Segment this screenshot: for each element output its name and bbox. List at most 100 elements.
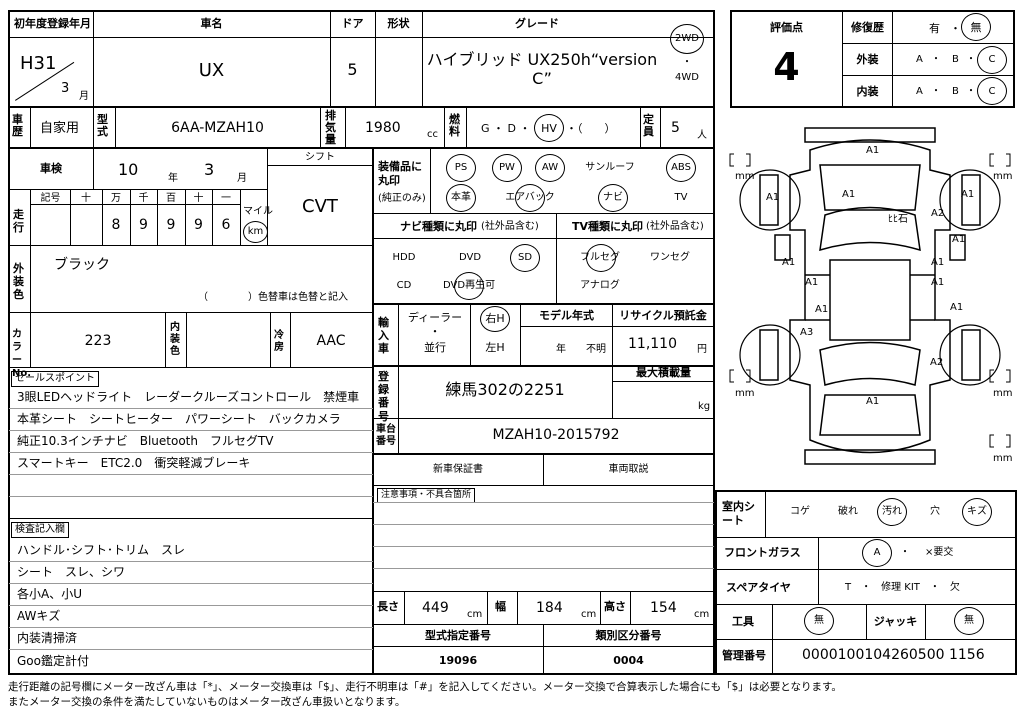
class-no-value: 0004 [613, 654, 644, 667]
chassis-label: 車台番号 [376, 424, 396, 447]
mileage-digit: 9 [139, 217, 148, 233]
car-name-label: 車名 [200, 17, 223, 30]
reg-year-value: H31 [20, 53, 57, 74]
diagram-mark: A2 [931, 208, 945, 219]
interior-seat-label: 室内シート [722, 500, 755, 528]
int-grade-dot: ・ [931, 86, 941, 97]
length-value: 449 [422, 600, 449, 616]
ext-grade-dot: ・ [966, 54, 976, 65]
shaken-month: 3 [204, 160, 215, 179]
score-label: 評価点 [770, 21, 803, 34]
navi-dvd-play: DVD再生可 [443, 280, 496, 291]
symbol-label: 記号 [40, 193, 61, 204]
diagram-mark: A1 [782, 257, 796, 268]
repair-no-circle [961, 13, 991, 41]
diagram-mm: mm [735, 171, 755, 182]
displacement-value: 1980 [365, 120, 401, 136]
equip-sunroof: サンルーフ [585, 162, 635, 173]
ext-grade-b: B [952, 54, 959, 65]
drive-2wd-circle [670, 24, 704, 54]
jack-value: 無 [964, 615, 974, 626]
pw-circle [492, 154, 522, 182]
navi-sd: SD [517, 252, 533, 263]
equip-ps: PS [454, 162, 468, 173]
seat-stain: 汚れ [882, 506, 902, 517]
width-label: 幅 [495, 600, 506, 613]
diagram-mark: A1 [952, 234, 966, 245]
class-no-label: 類別区分番号 [595, 629, 662, 642]
mileage-digit: 9 [166, 217, 176, 233]
digit-header: 十 [81, 193, 91, 204]
diagram-mark: A1 [961, 189, 975, 200]
glass-a-circle [862, 539, 892, 567]
inspector-line: ハンドル･シフト･トリム スレ [17, 543, 186, 557]
mileage-digit: 9 [194, 217, 203, 233]
type-no-label: 型式指定番号 [425, 629, 491, 642]
sales-point-line: 本革シート シートヒーター パワーシート バックカメラ [17, 412, 341, 426]
diagram-mark: A1 [866, 396, 880, 407]
diagram-mm: mm [735, 388, 755, 399]
inspector-line: シート スレ、シワ [17, 565, 126, 579]
history-label: 車歴 [12, 113, 23, 139]
navi-dvd: DVD [458, 252, 482, 263]
tool-none-circle [804, 607, 834, 635]
digit-header: 万 [111, 193, 121, 204]
shift-value: CVT [302, 196, 338, 217]
right-hand-circle [480, 306, 510, 332]
mileage-digit: 8 [111, 217, 121, 233]
repair-no: 無 [970, 21, 982, 34]
score-value: 4 [773, 45, 800, 89]
fuel-selected: HV [541, 122, 557, 135]
fuel-hv-circle [534, 114, 564, 142]
management-label: 管理番号 [722, 649, 766, 662]
ext-grade-c-circle [977, 46, 1007, 74]
import-right-hand: 右H [485, 312, 505, 325]
shape-label: 形状 [387, 17, 410, 30]
diagram-mm: mm [993, 453, 1013, 464]
leather-circle [446, 184, 476, 212]
manual-label: 車両取説 [608, 464, 649, 475]
tool-label: 工具 [732, 615, 754, 628]
history-value: 自家用 [40, 121, 80, 136]
color-no-value: 223 [84, 333, 112, 349]
inspector-line: 内装清掃済 [17, 631, 78, 645]
tv-fullseg: フルセグ [580, 252, 620, 263]
import-parallel: 並行 [424, 341, 446, 354]
aw-circle [535, 154, 565, 182]
drive-dot: ・ [682, 57, 692, 68]
month-unit: 月 [79, 91, 89, 102]
diagram-mark: A1 [766, 192, 780, 203]
fuel-other: ・（ ） [566, 122, 616, 135]
height-value: 154 [650, 600, 677, 616]
seat-hole: 穴 [930, 506, 940, 517]
reg-month-value: 3 [61, 81, 70, 96]
equip-pw: PW [499, 162, 515, 173]
condition-box [715, 490, 1017, 675]
width-value: 184 [536, 600, 563, 616]
digit-header: 百 [166, 193, 176, 204]
model-year-unit: 年 [556, 344, 566, 355]
exterior-color-value: ブラック [54, 257, 110, 273]
repair-history-label: 修復歴 [851, 21, 884, 34]
sales-point-line: 純正10.3インチナビ Bluetooth フルセグTV [17, 434, 274, 448]
digit-header: 一 [221, 193, 231, 204]
seat-stain-circle [877, 498, 907, 526]
max-load-label: 最大積載量 [636, 366, 691, 379]
exterior-color-label: 外装色 [13, 262, 24, 302]
km-circle [243, 221, 268, 243]
year-unit: 年 [168, 173, 178, 184]
car-name-value: UX [198, 60, 225, 81]
inspector-label: 検査記入欄 [11, 522, 69, 538]
digit-header: 千 [138, 193, 149, 204]
sales-point-line: スマートキー ETC2.0 衝突軽減ブレーキ [17, 456, 251, 470]
glass-dot: ・ [900, 547, 910, 558]
aircon-value: AAC [316, 333, 346, 349]
equip-navi: ナビ [603, 192, 623, 203]
inspector-line: 各小A、小U [17, 587, 82, 601]
recycle-yen: 円 [697, 344, 707, 355]
tv-oneseg: ワンセグ [650, 252, 690, 263]
color-change-note: （ ）色替車は色替と記入 [198, 292, 348, 303]
glass-other: ×要交 [925, 547, 954, 558]
footer-line1: 走行距離の記号欄にメーター改ざん車は「*」、メーター交換車は「$」、走行不明車は… [8, 681, 842, 693]
color-no-label: カラーNo. [12, 329, 32, 379]
